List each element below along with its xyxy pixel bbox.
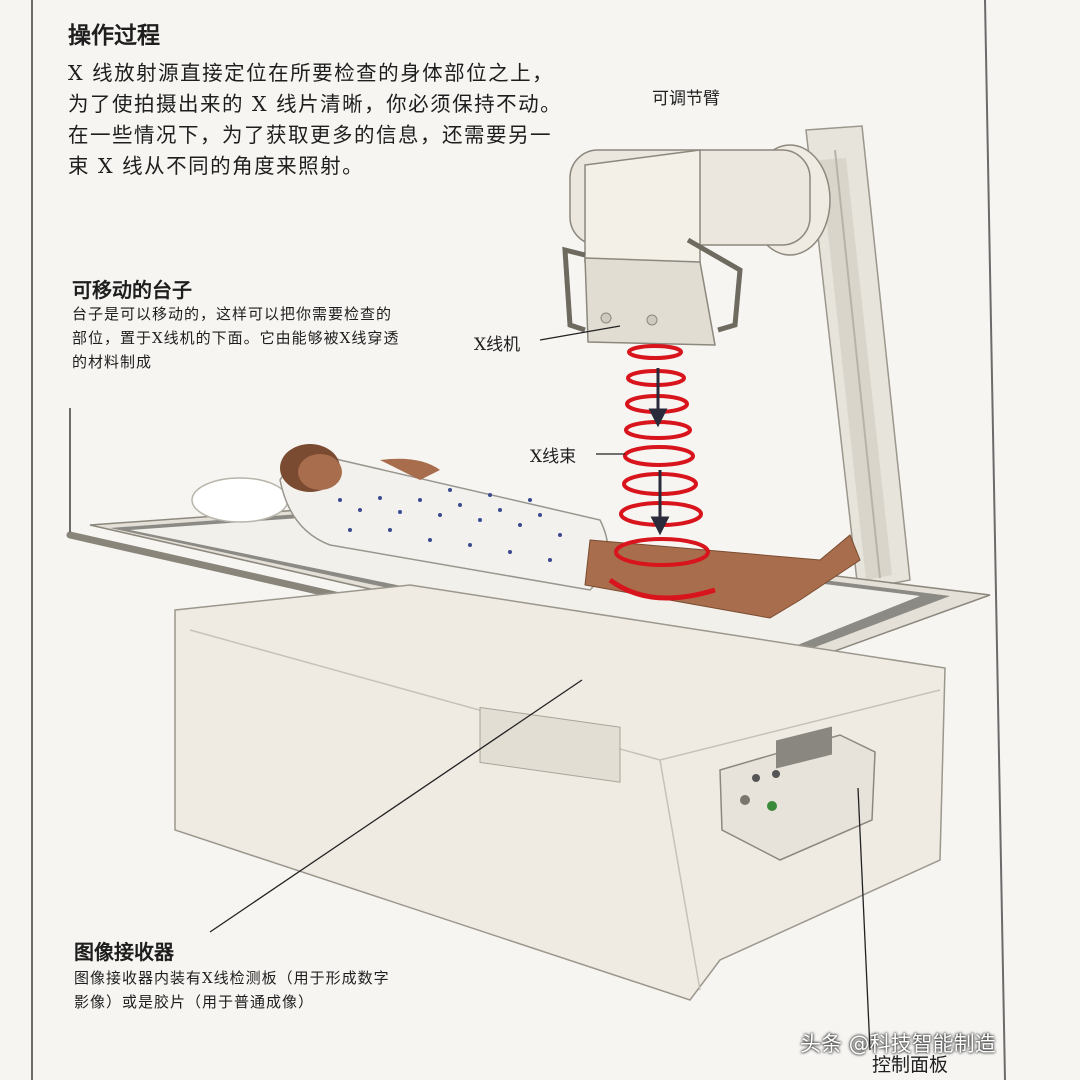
gown-dots	[338, 488, 562, 562]
table-description: 台子是可以移动的，这样可以把你需要检查的部位，置于X线机的下面。它由能够被X线穿…	[72, 305, 400, 371]
support-column	[805, 125, 911, 591]
receiver-leader	[209, 679, 583, 933]
page-title: 操作过程	[68, 23, 160, 49]
control-panel-label: 控制面板	[872, 1054, 949, 1076]
x-ray-head	[562, 144, 831, 346]
xray-machine-label: X线机	[474, 335, 521, 355]
beam-ring	[627, 344, 683, 360]
right-border-line	[984, 0, 1006, 1080]
beam-ring	[614, 537, 710, 567]
beam-ring	[608, 577, 716, 601]
arm-label: 可调节臂	[652, 89, 720, 109]
control-panel	[719, 726, 876, 861]
watermark: 头条 @科技智能制造	[800, 1032, 996, 1056]
intro-paragraph: X 线放射源直接定位在所要检查的身体部位之上，为了使拍摄出来的 X 线片清晰，你…	[68, 61, 563, 178]
base-cabinet	[174, 584, 946, 1001]
receiver-heading: 图像接收器	[74, 940, 174, 964]
beam-ring	[626, 369, 686, 387]
table-heading: 可移动的台子	[72, 278, 192, 302]
beam-arrows	[648, 368, 670, 536]
beam-ring	[623, 445, 695, 467]
machine-leader	[539, 325, 621, 341]
receiver-description: 图像接收器内装有X线检测板（用于形成数字影像）或是胶片（用于普通成像）	[74, 969, 390, 1011]
control-leader	[857, 787, 871, 1051]
xray-beam-label: X线束	[530, 447, 577, 467]
leader-lines	[69, 325, 871, 1051]
